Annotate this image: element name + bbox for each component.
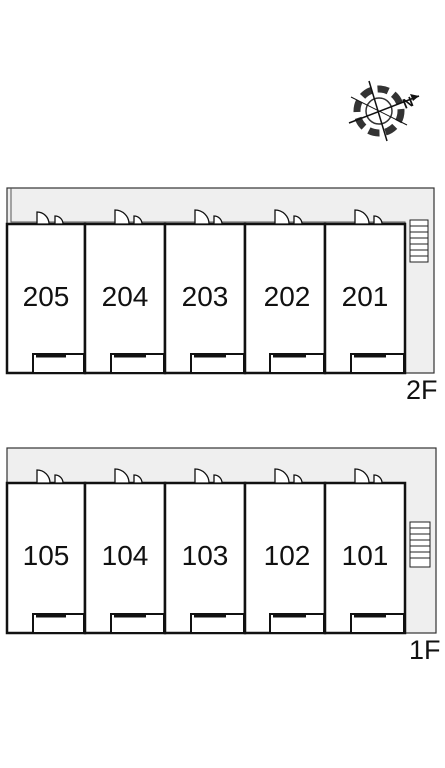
room-number: 204 bbox=[102, 281, 149, 312]
floor-2f: 205 204 203 202 bbox=[5, 187, 438, 405]
room-204: 204 bbox=[83, 209, 167, 375]
room-102: 102 bbox=[243, 468, 327, 635]
room-201: 201 bbox=[323, 209, 407, 375]
floor-label-2f: 2F bbox=[406, 375, 438, 405]
room-103: 103 bbox=[163, 468, 247, 635]
room-number: 201 bbox=[342, 281, 389, 312]
room-number: 103 bbox=[182, 540, 229, 571]
room-203: 203 bbox=[163, 209, 247, 375]
room-105: 105 bbox=[5, 469, 87, 635]
room-202: 202 bbox=[243, 209, 327, 375]
floor-label-1f: 1F bbox=[409, 635, 441, 665]
room-number: 104 bbox=[102, 540, 149, 571]
north-arrow-icon: N bbox=[348, 80, 420, 142]
room-number: 101 bbox=[342, 540, 389, 571]
room-104: 104 bbox=[83, 468, 167, 635]
room-number: 205 bbox=[23, 281, 70, 312]
room-number: 203 bbox=[182, 281, 229, 312]
room-number: 105 bbox=[23, 540, 70, 571]
floor-1f: 105 104 103 102 bbox=[5, 447, 441, 665]
staircase-1f bbox=[409, 521, 431, 568]
room-number: 102 bbox=[264, 540, 311, 571]
room-101: 101 bbox=[323, 468, 407, 635]
staircase-2f bbox=[409, 219, 429, 263]
room-number: 202 bbox=[264, 281, 311, 312]
room-205: 205 bbox=[5, 211, 87, 375]
